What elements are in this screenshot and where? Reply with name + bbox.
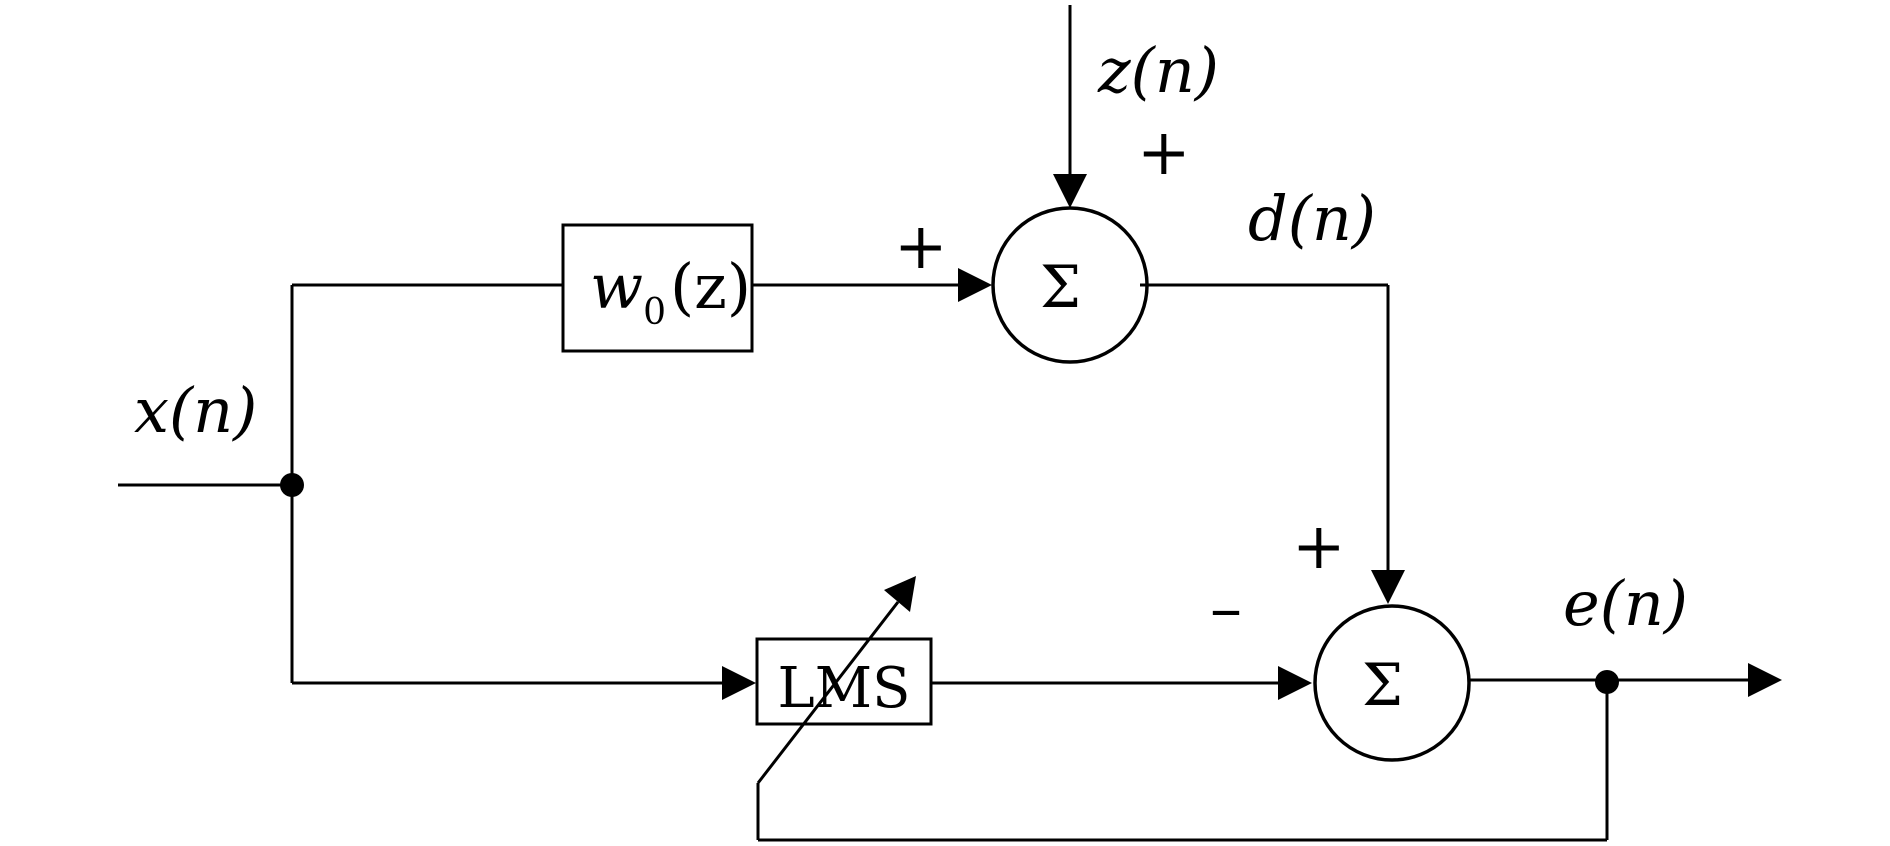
adaptation-arrowhead [884, 576, 916, 612]
arrowhead-plant-to-summer [958, 268, 992, 302]
top-summer-left-sign: + [894, 210, 948, 284]
bottom-summing-junction [1313, 604, 1471, 762]
top-sigma: Σ [1040, 253, 1081, 321]
plant-block [561, 223, 754, 353]
lms-block [755, 637, 933, 726]
lms-block-label: LMS [778, 656, 911, 721]
arrowhead-to-lms [722, 666, 756, 700]
bottom-summer-left-sign: – [1210, 572, 1242, 646]
arrowhead-error-output [1748, 663, 1782, 697]
bottom-summer-upper-sign: + [1292, 510, 1346, 584]
desired-signal-label: d(n) [1248, 182, 1376, 255]
plant-block-label: w0(z) [590, 250, 751, 333]
arrowhead-desired [1371, 570, 1405, 604]
arrowhead-lms-to-summer [1278, 666, 1312, 700]
input-signal-label: x(n) [134, 374, 257, 447]
adaptation-arrow-shaft [756, 601, 900, 784]
bottom-sigma: Σ [1362, 651, 1403, 719]
error-signal-label: e(n) [1563, 567, 1688, 640]
noise-signal-label: z(n) [1097, 34, 1219, 107]
top-summer-upper-sign: + [1137, 116, 1191, 190]
arrowhead-noise [1053, 174, 1087, 208]
